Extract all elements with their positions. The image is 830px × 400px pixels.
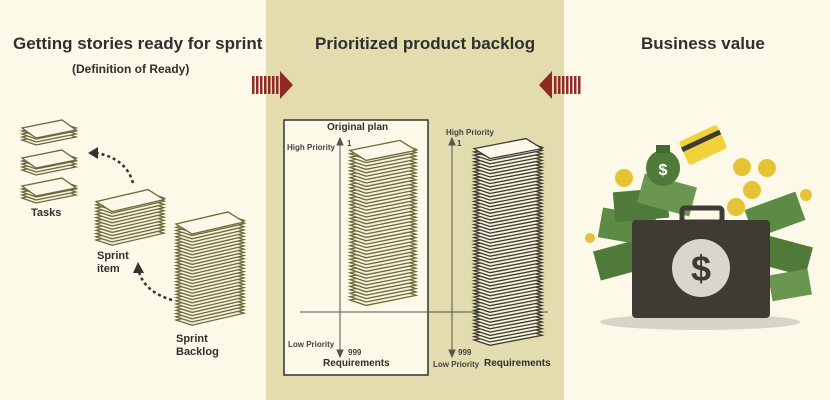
paper-top-sheet xyxy=(20,177,78,197)
left-subtitle: (Definition of Ready) xyxy=(72,62,190,76)
briefcase-icon: $ xyxy=(632,205,770,318)
requirements-label-current: Requirements xyxy=(484,358,551,369)
money-bag-icon: $ xyxy=(646,145,680,186)
paper-stack-icon xyxy=(19,119,79,146)
dotted-arrow-icon xyxy=(88,147,135,184)
middle-title: Prioritized product backlog xyxy=(315,34,536,53)
dotted-arrow-icon xyxy=(133,262,173,302)
tasks-label: Tasks xyxy=(31,207,62,219)
low-priority-label-current: Low Priority xyxy=(433,360,480,369)
sprint-backlog-label-line2: Backlog xyxy=(176,346,219,358)
low-priority-label: Low Priority xyxy=(288,340,335,349)
right-title: Business value xyxy=(641,34,765,53)
paper-top-sheet xyxy=(20,149,78,169)
paper-top-sheet xyxy=(348,139,418,162)
paper-stack-icon xyxy=(19,149,79,176)
top-rank-label-current: 1 xyxy=(457,139,462,148)
paper-stack-icon xyxy=(93,188,167,246)
paper-stack-icon xyxy=(173,211,247,326)
paper-top-sheet xyxy=(94,188,166,213)
bottom-rank-label-current: 999 xyxy=(458,348,472,357)
paper-stack-icon xyxy=(19,177,79,204)
top-rank-label: 1 xyxy=(347,139,352,148)
sprint-item-label-line1: Sprint xyxy=(97,250,129,262)
priority-axis xyxy=(336,136,344,359)
paper-stack-icon xyxy=(471,137,545,346)
double-arrow-icon xyxy=(539,71,581,99)
priority-axis xyxy=(448,136,456,359)
svg-text:$: $ xyxy=(659,162,668,179)
requirements-label-plan: Requirements xyxy=(323,358,390,369)
paper-stack-icon xyxy=(347,139,419,307)
dollar-icon: $ xyxy=(691,248,711,289)
bottom-rank-label: 999 xyxy=(348,348,362,357)
paper-top-sheet xyxy=(174,211,246,235)
credit-card-icon xyxy=(679,125,727,165)
sprint-item-label-line2: item xyxy=(97,263,120,275)
paper-top-sheet xyxy=(472,137,544,160)
sprint-backlog-label-line1: Sprint xyxy=(176,333,208,345)
high-priority-label: High Priority xyxy=(287,143,336,152)
left-title: Getting stories ready for sprint xyxy=(13,34,263,53)
paper-top-sheet xyxy=(20,119,78,139)
coin-icon xyxy=(585,158,812,243)
original-plan-label: Original plan xyxy=(327,122,389,133)
double-arrow-icon xyxy=(252,71,293,99)
high-priority-label-current: High Priority xyxy=(446,128,495,137)
